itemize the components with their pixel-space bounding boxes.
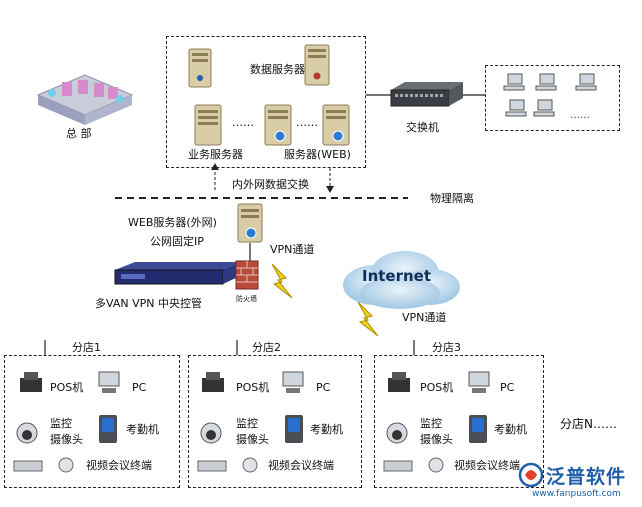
vpn-device-label: 多VAN VPN 中央控管 xyxy=(95,297,202,310)
pc-label: PC xyxy=(132,381,147,394)
switch-label: 交换机 xyxy=(406,121,439,134)
web-external-label-2: 公网固定IP xyxy=(150,235,204,248)
brand-logo-icon xyxy=(518,462,544,488)
brand-name: 泛普软件 xyxy=(546,466,627,488)
store-name: 分店2 xyxy=(252,341,281,354)
pos-label: POS机 xyxy=(50,381,84,394)
video-conference-icon xyxy=(383,457,444,473)
store-name: 分店3 xyxy=(432,341,461,354)
internet-label: Internet xyxy=(362,267,432,285)
lightning-icon-2 xyxy=(357,301,379,337)
pc-label: PC xyxy=(316,381,331,394)
store-box xyxy=(374,355,544,488)
network-switch-icon xyxy=(390,82,463,107)
camera-icon xyxy=(386,422,408,444)
client-pcs-group: …… xyxy=(503,73,597,121)
server-icon xyxy=(188,48,212,88)
attendance-device-icon xyxy=(285,415,303,443)
video-conference-icon xyxy=(13,457,74,473)
firewall-icon xyxy=(235,260,259,290)
db-server-label: 数据服务器 xyxy=(250,63,305,76)
exchange-label: 内外网数据交换 xyxy=(232,178,309,191)
vpn-channel-label-1: VPN通道 xyxy=(270,243,315,256)
pc-icon xyxy=(468,371,490,393)
web-server-label: 服务器(WEB) xyxy=(284,148,351,161)
lightning-icon xyxy=(271,263,293,299)
camera-label-1: 监控 xyxy=(236,417,258,430)
business-server-label: 业务服务器 xyxy=(188,148,243,161)
vpn-appliance-icon xyxy=(114,262,240,285)
camera-icon xyxy=(200,422,222,444)
svg-text:……: …… xyxy=(570,110,590,121)
pos-terminal-icon xyxy=(20,372,42,392)
pos-terminal-icon xyxy=(202,372,224,392)
client-pc-icon xyxy=(503,73,597,117)
external-web-server-icon xyxy=(237,203,263,243)
firewall-label: 防火墙 xyxy=(236,295,257,303)
hq-building-icon xyxy=(36,74,134,125)
database-server-icon xyxy=(304,44,330,86)
server-ellipsis: …… xyxy=(232,116,254,129)
isolation-label: 物理隔离 xyxy=(430,192,474,205)
web-external-label-1: WEB服务器(外网) xyxy=(128,216,217,229)
attendance-device-icon xyxy=(99,415,117,443)
store-box xyxy=(188,355,362,488)
video-label: 视频会议终端 xyxy=(86,459,152,472)
pc-icon xyxy=(282,371,304,393)
pos-terminal-icon xyxy=(388,372,410,392)
server-ellipsis-2: …… xyxy=(296,116,318,129)
pc-label: PC xyxy=(500,381,515,394)
attendance-label: 考勤机 xyxy=(310,423,343,436)
web-server-icon-2 xyxy=(322,104,350,146)
brand-url: www.fanpusoft.com xyxy=(532,489,621,499)
video-conference-icon xyxy=(197,457,258,473)
store-n-label: 分店N…… xyxy=(560,417,617,431)
attendance-label: 考勤机 xyxy=(494,423,527,436)
business-server-icon xyxy=(194,104,222,146)
video-label: 视频会议终端 xyxy=(268,459,334,472)
pc-icon xyxy=(98,371,120,393)
camera-label-2: 摄像头 xyxy=(236,433,269,446)
camera-label-2: 摄像头 xyxy=(50,433,83,446)
store-name: 分店1 xyxy=(72,341,101,354)
clients-box xyxy=(485,65,620,131)
store-box xyxy=(4,355,180,488)
camera-label-1: 监控 xyxy=(50,417,72,430)
pos-label: POS机 xyxy=(236,381,270,394)
vpn-channel-label-2: VPN通道 xyxy=(402,311,447,324)
hq-node xyxy=(30,65,140,125)
web-server-icon xyxy=(264,104,292,146)
attendance-label: 考勤机 xyxy=(126,423,159,436)
pos-label: POS机 xyxy=(420,381,454,394)
hq-label: 总 部 xyxy=(66,127,92,140)
internet-cloud-icon xyxy=(343,251,460,309)
datacenter-box xyxy=(166,36,366,168)
video-label: 视频会议终端 xyxy=(454,459,520,472)
camera-label-1: 监控 xyxy=(420,417,442,430)
camera-label-2: 摄像头 xyxy=(420,433,453,446)
attendance-device-icon xyxy=(469,415,487,443)
camera-icon xyxy=(16,422,38,444)
